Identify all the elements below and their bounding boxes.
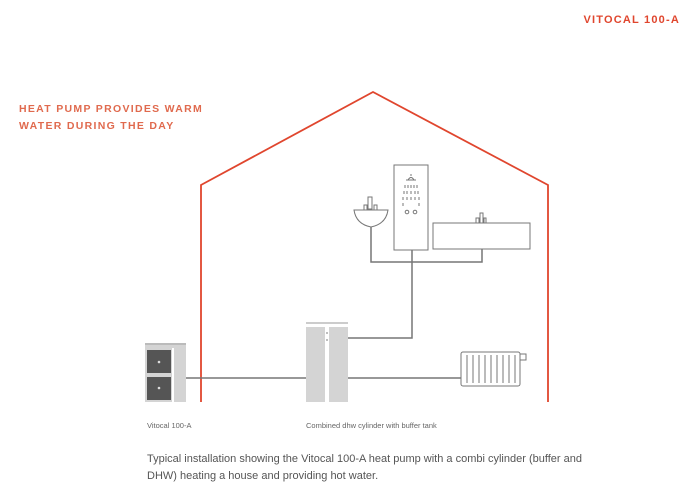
brand-title: VITOCAL 100-A bbox=[583, 14, 680, 26]
heat-pump-label: Vitocal 100-A bbox=[147, 421, 192, 430]
bathtub bbox=[432, 212, 531, 250]
caption: Typical installation showing the Vitocal… bbox=[147, 453, 582, 482]
heat-pump-unit bbox=[145, 343, 186, 402]
heading-line-2: WATER DURING THE DAY bbox=[19, 120, 175, 132]
pipes bbox=[185, 227, 483, 379]
combi-cylinder bbox=[306, 322, 348, 402]
heading-line-1: HEAT PUMP PROVIDES WARM bbox=[19, 103, 204, 115]
washbasin bbox=[353, 196, 389, 228]
house-outline bbox=[200, 90, 549, 402]
cylinder-label: Combined dhw cylinder with buffer tank bbox=[306, 421, 437, 430]
shower bbox=[393, 164, 429, 251]
radiator bbox=[460, 351, 527, 387]
